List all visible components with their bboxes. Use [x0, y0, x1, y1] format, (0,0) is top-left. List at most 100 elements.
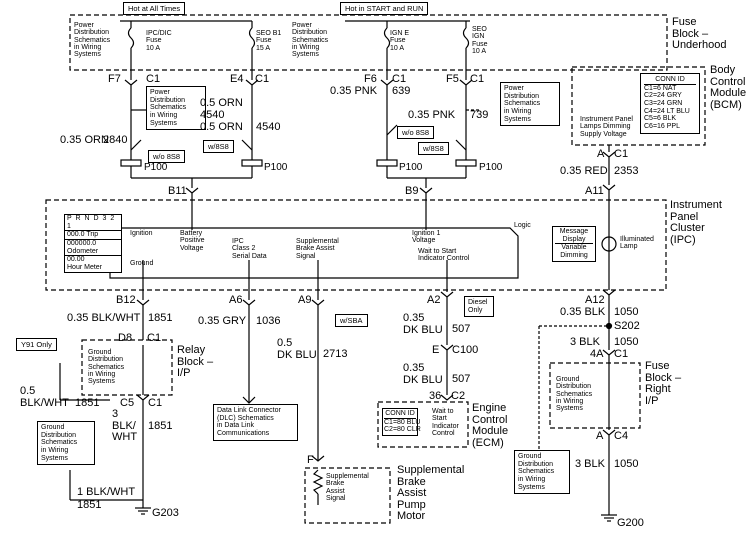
connector-c1-d: C1	[470, 73, 485, 85]
relay-block-title: Relay Block – I/P	[177, 344, 214, 380]
connector-a9: A9	[298, 294, 312, 306]
connector-b12: B12	[116, 294, 136, 306]
wire-1851-b: 1851	[75, 397, 100, 409]
connector-4a: 4A	[590, 348, 604, 360]
ipc-brake-assist-label: Supplemental Brake Assist Signal	[296, 238, 339, 260]
ipc-hour-value: 00.00	[67, 256, 85, 264]
wire-739: 739	[470, 109, 489, 121]
wire-0.35-pnk-a: 0.35 PNK	[330, 85, 378, 97]
connector-c1-right: C1	[614, 348, 629, 360]
wire-0.5-dk-blu: 0.5 DK BLU	[277, 337, 317, 361]
ecm-wait-to-start-label: Wait to Start Indicator Control	[432, 408, 459, 438]
ipc-prnd-indicator: P R N D 3 2 1	[65, 215, 121, 232]
ipc-dic-fuse-label: IPC/DIC Fuse 10 A	[146, 30, 172, 52]
wire-0.35-blk-wht: 0.35 BLK/WHT	[67, 312, 141, 324]
ecm-title: Engine Control Module (ECM)	[472, 402, 509, 449]
connector-c4: C4	[614, 430, 629, 442]
fuse-block-right-title: Fuse Block – Right I/P	[645, 360, 682, 407]
wire-639: 639	[392, 85, 411, 97]
bcm-conn-id-box: CONN ID C1=6 NAT C2=24 GRY C3=24 GRN C4=…	[640, 73, 700, 134]
connector-a12: A12	[585, 294, 605, 306]
without-8s8-tag-b: w/o 8S8	[397, 126, 435, 139]
sbap-signal-label: Supplemental Brake Assist Signal	[326, 473, 369, 503]
wire-0.35-dk-blu-b: 0.35 DK BLU	[403, 362, 443, 386]
connector-f5: F5	[446, 73, 459, 85]
connector-e: E	[432, 344, 440, 356]
fuse-block-underhood-title: Fuse Block – Underhood	[672, 16, 727, 52]
ipc-ignition1-label: Ignition 1 Voltage	[412, 230, 441, 245]
ipc-class2-label: IPC Class 2 Serial Data	[232, 238, 267, 260]
wire-2713: 2713	[323, 348, 348, 360]
wire-0.5-orn-a: 0.5 ORN	[200, 97, 243, 109]
wire-1851-a: 1851	[148, 312, 173, 324]
bcm-title: Body Control Module (BCM)	[710, 64, 747, 111]
without-8s8-tag-a: w/o 8S8	[148, 150, 186, 163]
wire-3-blk-b: 3 BLK	[575, 458, 605, 470]
wire-1036: 1036	[256, 315, 281, 327]
ground-g203: G203	[152, 507, 179, 519]
wire-0.5-orn-b: 0.5 ORN	[200, 121, 243, 133]
bcm-conn-id-header: CONN ID	[644, 76, 696, 85]
wire-0.35-gry: 0.35 GRY	[198, 315, 247, 327]
hot-at-all-times-label: Hot at All Times	[123, 2, 186, 15]
ipc-trip: 000.0 Trip	[65, 231, 121, 241]
splice-p100-c: P100	[399, 162, 423, 173]
wire-1851-d: 1851	[77, 499, 102, 511]
wire-1050-b: 1050	[614, 336, 639, 348]
connector-c5: C5	[120, 397, 135, 409]
ipc-ignition-label: Ignition	[130, 230, 153, 237]
connector-c1-c5: C1	[148, 397, 163, 409]
seo-b1-fuse-label: SEO B1 Fuse 15 A	[256, 30, 282, 52]
ipc-odometer-label: Odometer	[65, 248, 121, 257]
ecm-conn-list: C1=80 BLU C2=80 CLR	[384, 418, 421, 434]
power-distribution-note-a: Power Distribution Schematics in Wiring …	[74, 22, 111, 59]
hot-in-start-run-label: Hot in START and RUN	[340, 2, 429, 15]
ipc-wait-to-start-label: Wait to Start Indicator Control	[418, 248, 470, 263]
wire-0.5-blk-wht: 0.5 BLK/WHT	[20, 385, 69, 409]
connector-b11: B11	[168, 185, 187, 197]
ipc-battery-label: Battery Positive Voltage	[180, 230, 205, 252]
ign-e-fuse-label: IGN E Fuse 10 A	[390, 30, 410, 52]
bcm-connector-c1: C1	[614, 148, 629, 160]
ecm-conn-id-header: CONN ID	[384, 410, 416, 419]
with-8s8-tag-b: w/8S8	[418, 142, 449, 155]
wire-3-blk-a: 3 BLK	[570, 336, 600, 348]
ipc-display-box: P R N D 3 2 1 000.0 Trip 000000.0 Odomet…	[64, 214, 122, 273]
wire-507-b: 507	[452, 373, 471, 385]
connector-d8: D8	[118, 332, 133, 344]
wire-0.35-dk-blu-a: 0.35 DK BLU	[403, 312, 443, 336]
connector-e4: E4	[230, 73, 244, 85]
connector-b9: B9	[405, 185, 419, 197]
with-sba-tag: w/SBA	[335, 314, 368, 327]
wire-1050-a: 1050	[614, 306, 639, 318]
ipc-odometer-value: 000000.0	[67, 240, 97, 248]
wire-507-a: 507	[452, 323, 471, 335]
diesel-only-tag: Diesel Only	[464, 296, 494, 318]
connector-c2: C2	[451, 390, 466, 402]
connector-a-c4: A	[596, 430, 604, 442]
wire-2353: 2353	[614, 165, 639, 177]
connector-c100: C100	[452, 344, 479, 356]
ipc-ground-label: Ground	[130, 260, 154, 267]
connector-c1-c: C1	[392, 73, 407, 85]
y91-only-tag: Y91 Only	[16, 338, 57, 351]
wire-1-blk-wht: 1 BLK/WHT	[77, 486, 136, 498]
splice-p100-d: P100	[479, 162, 503, 173]
ground-distribution-note-bottom-right: Ground Distribution Schematics in Wiring…	[514, 450, 570, 495]
ipc-variable-label: Variable Dimming	[560, 244, 588, 260]
connector-f: F	[307, 454, 314, 466]
wire-1050-c: 1050	[614, 458, 639, 470]
bcm-connector-a: A	[597, 148, 605, 160]
ground-distribution-note-relay: Ground Distribution Schematics in Wiring…	[88, 349, 125, 386]
ipc-message-display-box: Message Display Variable Dimming	[552, 226, 596, 262]
splice-p100-b: P100	[264, 162, 288, 173]
ipc-illuminated-lamp-label: Illuminated Lamp	[620, 236, 654, 251]
ecm-conn-id-box: CONN ID C1=80 BLU C2=80 CLR	[382, 408, 421, 437]
wire-4540-a: 4540	[200, 109, 225, 121]
power-distribution-note-b: Power Distribution Schematics in Wiring …	[292, 22, 329, 59]
bcm-dimming-label: Instrument Panel Lamps Dimming Supply Vo…	[580, 116, 633, 138]
connector-c1-b: C1	[255, 73, 270, 85]
connector-c1-relay: C1	[147, 332, 162, 344]
wire-0.35-pnk-b: 0.35 PNK	[408, 109, 456, 121]
connector-a2: A2	[427, 294, 441, 306]
